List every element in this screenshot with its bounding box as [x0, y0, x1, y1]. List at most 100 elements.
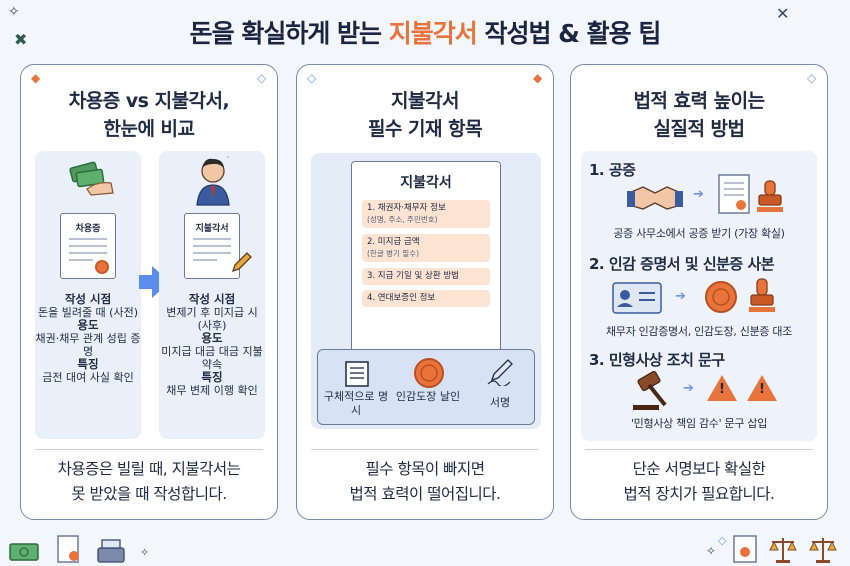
- info-label: 특징: [201, 370, 223, 384]
- scales-icon: [769, 538, 797, 563]
- diamond-icon: ◆: [31, 71, 41, 85]
- close-icon: ✕: [776, 4, 790, 23]
- svg-text:′: ′: [227, 156, 229, 166]
- signature-pen-icon: [487, 359, 513, 386]
- info-label: 특징: [77, 357, 99, 371]
- title-accent: 지불각서: [388, 19, 478, 48]
- legal-effect-panel: 법적 효력 높이는 실질적 방법 ◇ 1. 공증 ➔ 공증 사무소에서 공증 받…: [570, 64, 828, 520]
- payment-promise-document: 지불각서 1. 채권자·채무자 정보 (성명, 주소, 주민번호) 2. 미지급…: [351, 161, 501, 353]
- info-value: 채무 변제 이행 확인: [166, 384, 258, 397]
- certificate-icon: [733, 535, 757, 563]
- doc-label: 차용증: [75, 224, 101, 234]
- sparkle-icon: ✖: [14, 30, 28, 49]
- comparison-summary: 차용증은 빌릴 때, 지불각서는 못 받았을 때 작성합니다.: [21, 457, 277, 507]
- warning-icon: !: [707, 375, 737, 401]
- cash-register-icon: [97, 539, 125, 563]
- info-value: 돈을 빌려줄 때 (사전): [37, 306, 139, 319]
- info-value: 채권·채무 관계 성립 증명: [35, 332, 141, 358]
- comparison-heading: 차용증 vs 지불각서, 한눈에 비교: [21, 87, 277, 143]
- summary-line: 필수 항목이 빠지면: [365, 460, 485, 478]
- loan-receipt-info: 작성 시점 돈을 빌려줄 때 (사전) 용도 채권·채무 관계 성립 증명 특징…: [35, 292, 141, 385]
- heading-line: 차용증 vs 지불각서,: [68, 90, 230, 112]
- info-value: 변제기 후 미지급 시 (사후): [166, 306, 258, 332]
- heading-line: 지불각서: [391, 90, 459, 112]
- diamond-icon: ◇: [307, 71, 317, 85]
- step-caption: 채무자 인감증명서, 인감도장, 신분증 대조: [605, 325, 793, 338]
- info-label: 작성 시점: [188, 292, 236, 306]
- divider: [35, 449, 263, 450]
- sparkle-icon: ✧: [706, 544, 717, 558]
- item-text: 2. 미지급 금액: [367, 237, 420, 247]
- title-suffix: 작성법 & 활용 팁: [476, 19, 661, 48]
- item-text: 3. 지급 기일 및 상환 방법: [367, 271, 460, 281]
- handshake-icon: [627, 186, 683, 210]
- legal-effect-summary: 단순 서명보다 확실한 법적 장치가 필요합니다.: [571, 457, 827, 507]
- item-sub: (성명, 주소, 주민번호): [367, 215, 438, 224]
- legal-effect-heading: 법적 효력 높이는 실질적 방법: [571, 87, 827, 143]
- diamond-icon: ◇: [718, 534, 727, 547]
- payment-promise-doc: 지불각서: [184, 213, 240, 279]
- info-value: 금전 대여 사실 확인: [42, 371, 134, 384]
- summary-line: 단순 서명보다 확실한: [632, 460, 766, 478]
- money-hand-icon: [69, 161, 114, 196]
- summary-line: 차용증은 빌릴 때, 지불각서는: [57, 460, 241, 478]
- divider: [585, 449, 813, 450]
- diamond-icon: ◇: [807, 71, 817, 85]
- document-warning-icon: [57, 535, 79, 563]
- item-sub: (한글 병기 필수): [367, 249, 420, 258]
- required-items-summary: 필수 항목이 빠지면 법적 효력이 떨어집니다.: [297, 457, 553, 507]
- step-caption: '민형사상 책임 감수' 문구 삽입: [630, 417, 768, 430]
- worried-person-icon: ′: [196, 156, 230, 206]
- step-title: 1. 공증: [589, 161, 636, 179]
- loan-receipt-column: 차용증 작성 시점 돈을 빌려줄 때 (사전) 용도 채권·채무 관계 성립 증…: [35, 151, 141, 439]
- divider: [311, 449, 539, 450]
- required-items-heading: 지불각서 필수 기재 항목: [297, 87, 553, 143]
- tool-label: 인감도장 날인: [395, 390, 461, 403]
- doc-label: 지불각서: [195, 224, 229, 234]
- id-card-icon: [612, 282, 662, 314]
- payment-promise-info: 작성 시점 변제기 후 미지급 시 (사후) 용도 미지급 대금 대금 지불 약…: [159, 292, 265, 398]
- step-caption: 공증 사무소에서 공증 받기 (가장 확실): [613, 227, 785, 240]
- seal-icon: [705, 281, 737, 313]
- tool-seal: 인감도장 날인: [392, 350, 464, 426]
- summary-line: 법적 효력이 떨어집니다.: [349, 485, 501, 503]
- stamp-icon: [749, 278, 775, 312]
- item-text: 4. 연대보증인 정보: [367, 293, 436, 303]
- document-lines-icon: [345, 361, 369, 387]
- page-title: 돈을 확실하게 받는 지불각서 작성법 & 활용 팁: [0, 14, 850, 50]
- info-label: 작성 시점: [64, 292, 112, 306]
- diamond-icon: ◇: [257, 71, 267, 85]
- tool-signature: 서명: [464, 350, 536, 426]
- scales-icon: [809, 538, 837, 563]
- signing-tools: 구체적으로 명시 인감도장 날인 서명: [317, 349, 535, 425]
- payment-promise-column: ′ 지불각서 작성 시점 변제기 후 미지급 시 (사후) 용도 미지급 대금 …: [159, 151, 265, 439]
- seal-stamp-icon: [414, 358, 444, 388]
- diamond-icon: ◆: [533, 71, 543, 85]
- item-text: 1. 채권자·채무자 정보: [367, 203, 446, 213]
- document-title: 지불각서: [400, 175, 452, 191]
- comparison-panel: 차용증 vs 지불각서, 한눈에 비교 ◆ ◇ 차용증 작성 시점 돈을 빌려줄…: [20, 64, 278, 520]
- warning-icon: !: [747, 375, 777, 401]
- required-item: 4. 연대보증인 정보: [362, 290, 490, 307]
- notarized-doc-icon: [718, 174, 750, 214]
- heading-line: 한눈에 비교: [103, 118, 195, 140]
- money-icon: [9, 543, 39, 561]
- gavel-icon: [633, 371, 667, 410]
- info-label: 용도: [201, 331, 223, 345]
- heading-line: 실질적 방법: [653, 118, 745, 140]
- arrow-icon: ➔: [683, 381, 694, 396]
- required-item: 2. 미지급 금액 (한글 병기 필수): [362, 234, 490, 262]
- document-illustration: 지불각서 1. 채권자·채무자 정보 (성명, 주소, 주민번호) 2. 미지급…: [311, 153, 541, 429]
- heading-line: 법적 효력 높이는: [633, 90, 765, 112]
- stamp-icon: [757, 180, 783, 212]
- info-label: 용도: [77, 318, 99, 332]
- required-item: 3. 지급 기일 및 상환 방법: [362, 268, 490, 285]
- step-title: 3. 민형사상 조치 문구: [589, 351, 725, 369]
- tool-label: 구체적으로 명시: [323, 390, 389, 417]
- arrow-icon: ➔: [693, 187, 704, 202]
- summary-line: 못 받았을 때 작성합니다.: [71, 485, 227, 503]
- sparkle-icon: ✧: [8, 4, 20, 20]
- seal-icon: [95, 260, 109, 274]
- tool-label: 서명: [489, 396, 511, 409]
- summary-line: 법적 장치가 필요합니다.: [623, 485, 775, 503]
